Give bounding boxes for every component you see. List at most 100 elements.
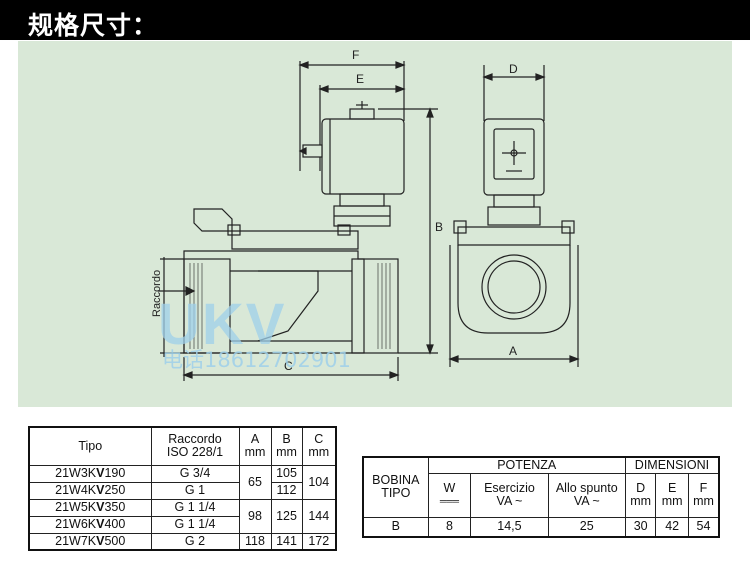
header-bobina-line2: TIPO (381, 486, 411, 501)
tipo-cell: 21W5KV350 (28, 498, 152, 517)
header-spunto-line1: Allo spunto (555, 481, 618, 495)
header-bobina: BOBINA TIPO (362, 456, 429, 518)
table-row: 21W3KV190 G 3/4 65 105 104 (28, 464, 337, 500)
dim-label-f: F (352, 48, 359, 62)
header-potenza: POTENZA (427, 456, 626, 474)
a-cell: 118 (238, 532, 272, 551)
header-a: A mm (238, 426, 272, 466)
tipo-cell: 21W7KV500 (28, 532, 152, 551)
header-d: D mm (624, 472, 657, 518)
header-e-unit: mm (661, 494, 683, 508)
header-c-unit: mm (308, 445, 330, 460)
dc-symbol-icon: ═══ (439, 496, 460, 506)
header-b-label: B (282, 432, 291, 447)
tipo-cell: 21W4KV250 (28, 481, 152, 500)
header-a-label: A (250, 432, 260, 447)
table-row: 21W5KV350 G 1 1/4 98 125 144 (28, 498, 337, 534)
coil-header-row: BOBINA TIPO POTENZA DIMENSIONI (362, 456, 720, 518)
header-raccordo-line2: ISO 228/1 (166, 445, 224, 460)
tipo-cell: 21W3KV190 (28, 464, 152, 483)
header-b: B mm (270, 426, 303, 466)
tipo-prefix: 21W3K (55, 466, 97, 480)
header-d-label: D (636, 481, 646, 495)
tipo-num: 250 (104, 483, 126, 497)
header-esercizio-line2: VA ~ (496, 494, 523, 508)
header-raccordo: Raccordo ISO 228/1 (150, 426, 240, 466)
coil-subheader-row: W ═══ Esercizio VA ~ Allo spunto VA ~ D … (363, 472, 720, 518)
header-bar: 规格尺寸： (0, 0, 750, 40)
header-tipo: Tipo (28, 426, 152, 466)
page-title: 规格尺寸： (28, 11, 159, 40)
watermark-phone: 电话18612702901 (162, 348, 351, 372)
dim-label-a: A (509, 344, 517, 358)
dim-label-c: C (284, 359, 293, 373)
dim-label-d: D (509, 62, 518, 76)
technical-drawing: F E D B C A Raccordo UKV 电话18612702901 (18, 41, 732, 407)
header-esercizio-line1: Esercizio (484, 481, 535, 495)
tipo-v: V (96, 466, 105, 480)
header-spunto: Allo spunto VA ~ (547, 472, 626, 518)
tipo-v: V (96, 483, 105, 497)
raccordo-cell: G 3/4 (150, 464, 240, 483)
tipo-num: 350 (104, 500, 126, 514)
c-cell: 144 (301, 498, 337, 534)
e-cell: 42 (655, 516, 689, 538)
models-header-row: Tipo Raccordo ISO 228/1 A mm B mm C mm (28, 426, 337, 466)
tipo-prefix: 21W5K (55, 500, 97, 514)
tipo-v: V (96, 500, 105, 514)
tipo-num: 190 (104, 466, 126, 480)
tipo-num: 500 (104, 533, 126, 548)
tipo-num: 400 (104, 517, 126, 531)
header-f-unit: mm (693, 494, 714, 508)
a-cell: 98 (238, 498, 272, 534)
tipo-prefix: 21W7K (55, 533, 97, 548)
header-e: E mm (655, 472, 689, 518)
table-row: 21W4KV250 G 1 112 (28, 481, 336, 500)
b-cell: 141 (270, 532, 303, 551)
header-b-unit: mm (276, 445, 297, 460)
bobina-cell: B (362, 516, 429, 538)
c-cell: 172 (301, 532, 337, 551)
b-cell: 112 (270, 481, 303, 500)
tipo-v: V (96, 533, 105, 548)
f-cell: 54 (687, 516, 720, 538)
header-e-label: E (668, 481, 677, 495)
b-cell: 105 (270, 464, 303, 483)
w-cell: 8 (427, 516, 472, 538)
header-w-label: W (443, 481, 456, 495)
models-table: Tipo Raccordo ISO 228/1 A mm B mm C mm 2… (28, 426, 337, 551)
header-spunto-line2: VA ~ (573, 494, 600, 508)
coil-table: BOBINA TIPO POTENZA DIMENSIONI W ═══ Ese… (362, 456, 720, 538)
header-d-unit: mm (630, 494, 652, 508)
header-a-unit: mm (244, 445, 266, 460)
header-c: C mm (301, 426, 337, 466)
header-c-label: C (314, 432, 324, 447)
spunto-cell: 25 (547, 516, 626, 538)
d-cell: 30 (624, 516, 657, 538)
a-cell: 65 (238, 464, 272, 500)
header-f-label: F (699, 481, 708, 495)
raccordo-cell: G 1 1/4 (150, 515, 240, 534)
watermark-logo: UKV (158, 292, 287, 357)
raccordo-cell: G 1 (150, 481, 240, 500)
raccordo-cell: G 1 1/4 (150, 498, 240, 517)
dim-label-b: B (435, 220, 443, 234)
header-bobina-line1: BOBINA (372, 473, 420, 488)
tipo-cell: 21W6KV400 (28, 515, 152, 534)
header-raccordo-line1: Raccordo (168, 432, 222, 447)
header-f: F mm (687, 472, 720, 518)
tipo-prefix: 21W4K (55, 483, 97, 497)
tipo-v: V (96, 517, 105, 531)
raccordo-cell: G 2 (150, 532, 240, 551)
tipo-prefix: 21W6K (55, 517, 97, 531)
esercizio-cell: 14,5 (470, 516, 549, 538)
c-cell: 104 (301, 464, 337, 500)
valve-drawing-svg: F E D B C A Raccordo (151, 48, 580, 381)
header-esercizio: Esercizio VA ~ (470, 472, 549, 518)
header-w: W ═══ (427, 472, 472, 518)
dim-label-e: E (356, 72, 364, 86)
table-row: 21W7KV500 G 2 118 141 172 (28, 532, 337, 551)
raccordo-label: Raccordo (151, 270, 163, 317)
table-row: B 8 14,5 25 30 42 54 (362, 516, 720, 538)
header-dimensioni: DIMENSIONI (624, 456, 720, 474)
